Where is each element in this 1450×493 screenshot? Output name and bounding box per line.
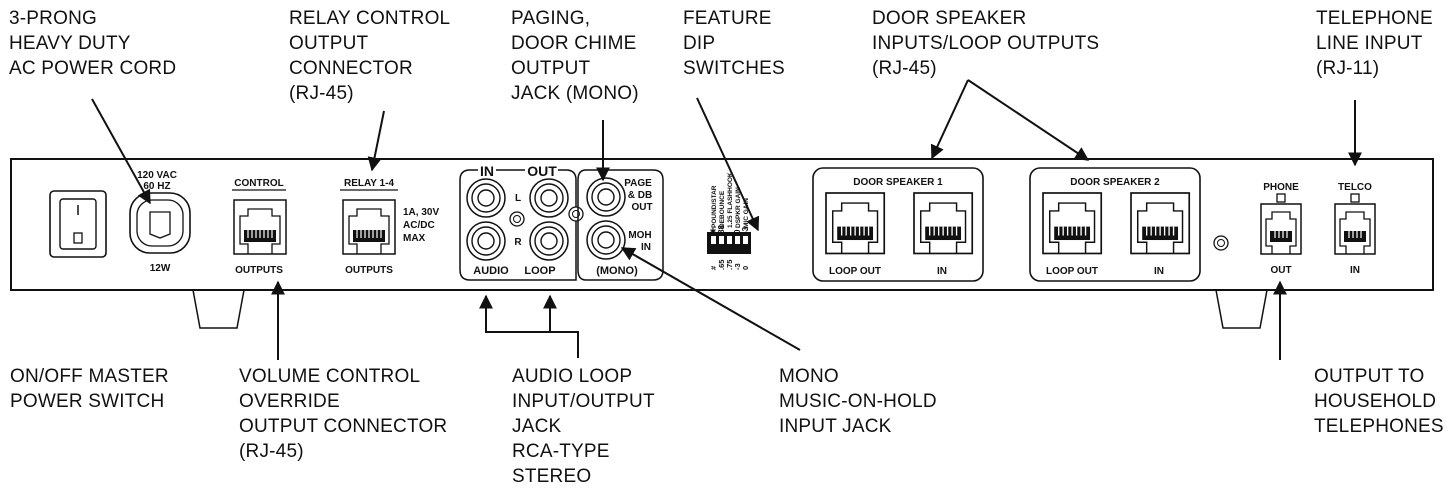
relay-outputs-label: OUTPUTS (345, 265, 393, 276)
audio-l-label: L (515, 193, 521, 204)
foot-right (1215, 289, 1268, 329)
page-label-2: & DB (628, 190, 652, 201)
audio-out-left-jack[interactable] (529, 178, 569, 218)
callout-audio-loop: AUDIO LOOP INPUT/OUTPUT JACK RCA-TYPE ST… (512, 366, 655, 487)
dip-label-top-3: 1.25 FLASHHOOK (727, 172, 734, 228)
power-cord-inlet (129, 192, 191, 254)
dip-symbol-top-4: 0 (733, 229, 742, 234)
relay-label: RELAY 1-4 (344, 178, 394, 189)
dip-label-bottom-4: -3 (733, 263, 742, 270)
control-outputs-label: OUTPUTS (235, 265, 283, 276)
dip-symbol-top-2: 88 (717, 225, 726, 234)
dip-label-bottom-3: .75 (725, 260, 734, 270)
audio-r-label: R (514, 237, 522, 248)
door-speaker-1-loop-out-jack[interactable] (825, 192, 886, 255)
door-speaker-2-in-jack[interactable] (1130, 192, 1191, 255)
callout-door-speaker: DOOR SPEAKER INPUTS/LOOP OUTPUTS (RJ-45) (872, 8, 1100, 79)
dip-label-bottom-5: 0 (741, 266, 750, 270)
phone-out-label: OUT (1270, 265, 1291, 276)
callout-relay-connector: RELAY CONTROL OUTPUT CONNECTOR (RJ-45) (289, 8, 451, 104)
arrow-relay-connector (367, 110, 385, 172)
control-label: CONTROL (234, 178, 283, 189)
callout-power-cord: 3-PRONG HEAVY DUTY AC POWER CORD (9, 8, 177, 79)
relay-spec-3: MAX (403, 233, 426, 244)
arrow-moh-jack (620, 247, 801, 351)
arrow-audio-loop (479, 294, 579, 358)
callout-household-output: OUTPUT TO HOUSEHOLD TELEPHONES (1314, 366, 1444, 437)
door-speaker-1-in-label: IN (937, 266, 947, 277)
relay-spec-1: 1A, 30V (403, 207, 439, 218)
door-speaker-1-title: DOOR SPEAKER 1 (853, 177, 943, 188)
mono-label: (MONO) (596, 265, 638, 277)
dip-label-top-4: DSPKR GAIN (735, 187, 742, 228)
callout-volume-override: VOLUME CONTROL OVERRIDE OUTPUT CONNECTOR… (239, 366, 448, 462)
page-db-out-jack[interactable] (586, 177, 626, 217)
moh-label-2: IN (641, 242, 651, 253)
door-speaker-2-title: DOOR SPEAKER 2 (1070, 177, 1160, 188)
power-switch[interactable] (49, 190, 107, 258)
callout-power-switch: ON/OFF MASTER POWER SWITCH (10, 366, 169, 412)
dip-label-top-2: DEBOUNCE (719, 190, 726, 228)
phone-label: PHONE (1263, 182, 1299, 193)
dip-label-bottom-2: .65 (717, 260, 726, 270)
audio-loop-box (459, 169, 577, 281)
relay-outputs-jack[interactable] (342, 199, 396, 255)
audio-in-left-jack[interactable] (466, 178, 506, 218)
arrow-door-speaker-2 (967, 79, 1090, 161)
telco-label: TELCO (1338, 182, 1372, 193)
dip-symbol-top-1: ✱ (710, 227, 717, 236)
audio-out-right-jack[interactable] (529, 221, 569, 261)
arrow-door-speaker-1 (930, 79, 969, 160)
door-speaker-1-box (812, 167, 984, 282)
dip-label-top-5: MIC GAIN (743, 198, 750, 228)
right-screw (1213, 235, 1229, 251)
callout-paging-jack: PAGING, DOOR CHIME OUTPUT JACK (MONO) (511, 8, 639, 104)
audio-screw (509, 211, 525, 227)
relay-spec-2: AC/DC (403, 220, 435, 231)
audio-out-label: OUT (527, 163, 557, 179)
audio-bottom-right-label: LOOP (524, 265, 555, 277)
door-speaker-1-in-jack[interactable] (913, 192, 974, 255)
telco-in-jack[interactable] (1334, 203, 1376, 255)
dip-label-bottom-1: # (709, 265, 718, 270)
audio-bottom-left-label: AUDIO (473, 265, 509, 277)
audio-in-label: IN (480, 163, 494, 179)
door-speaker-2-in-label: IN (1154, 266, 1164, 277)
moh-in-jack[interactable] (586, 220, 626, 260)
moh-label-1: MOH (628, 230, 651, 241)
callout-telephone-line: TELEPHONE LINE INPUT (RJ-11) (1316, 8, 1433, 79)
frequency-label: 60 HZ (143, 181, 170, 192)
door-speaker-1-loop-out-label: LOOP OUT (829, 266, 881, 277)
dip-label-top-1: POUND/STAR (711, 185, 718, 228)
telco-in-label: IN (1350, 265, 1360, 276)
door-speaker-2-loop-out-jack[interactable] (1042, 192, 1103, 255)
door-speaker-2-loop-out-label: LOOP OUT (1046, 266, 1098, 277)
foot-left (192, 289, 245, 329)
callout-dip-switches: FEATURE DIP SWITCHES (683, 8, 785, 79)
phone-out-jack[interactable] (1260, 203, 1302, 255)
voltage-label: 120 VAC (137, 170, 177, 181)
arrow-power-cord (91, 98, 151, 205)
audio-in-right-jack[interactable] (466, 221, 506, 261)
page-moh-box (577, 169, 664, 281)
control-outputs-jack[interactable] (233, 199, 287, 255)
door-speaker-2-box (1029, 167, 1201, 282)
arrow-dip-switches (696, 97, 760, 232)
wattage-label: 12W (150, 263, 171, 274)
page-label-3: OUT (631, 202, 652, 213)
dip-symbol-top-5: -3 (741, 226, 750, 234)
callout-moh-jack: MONO MUSIC-ON-HOLD INPUT JACK (779, 366, 937, 437)
center-screw (568, 206, 584, 222)
page-label-1: PAGE (624, 178, 652, 189)
dip-switch-block[interactable] (707, 232, 751, 254)
